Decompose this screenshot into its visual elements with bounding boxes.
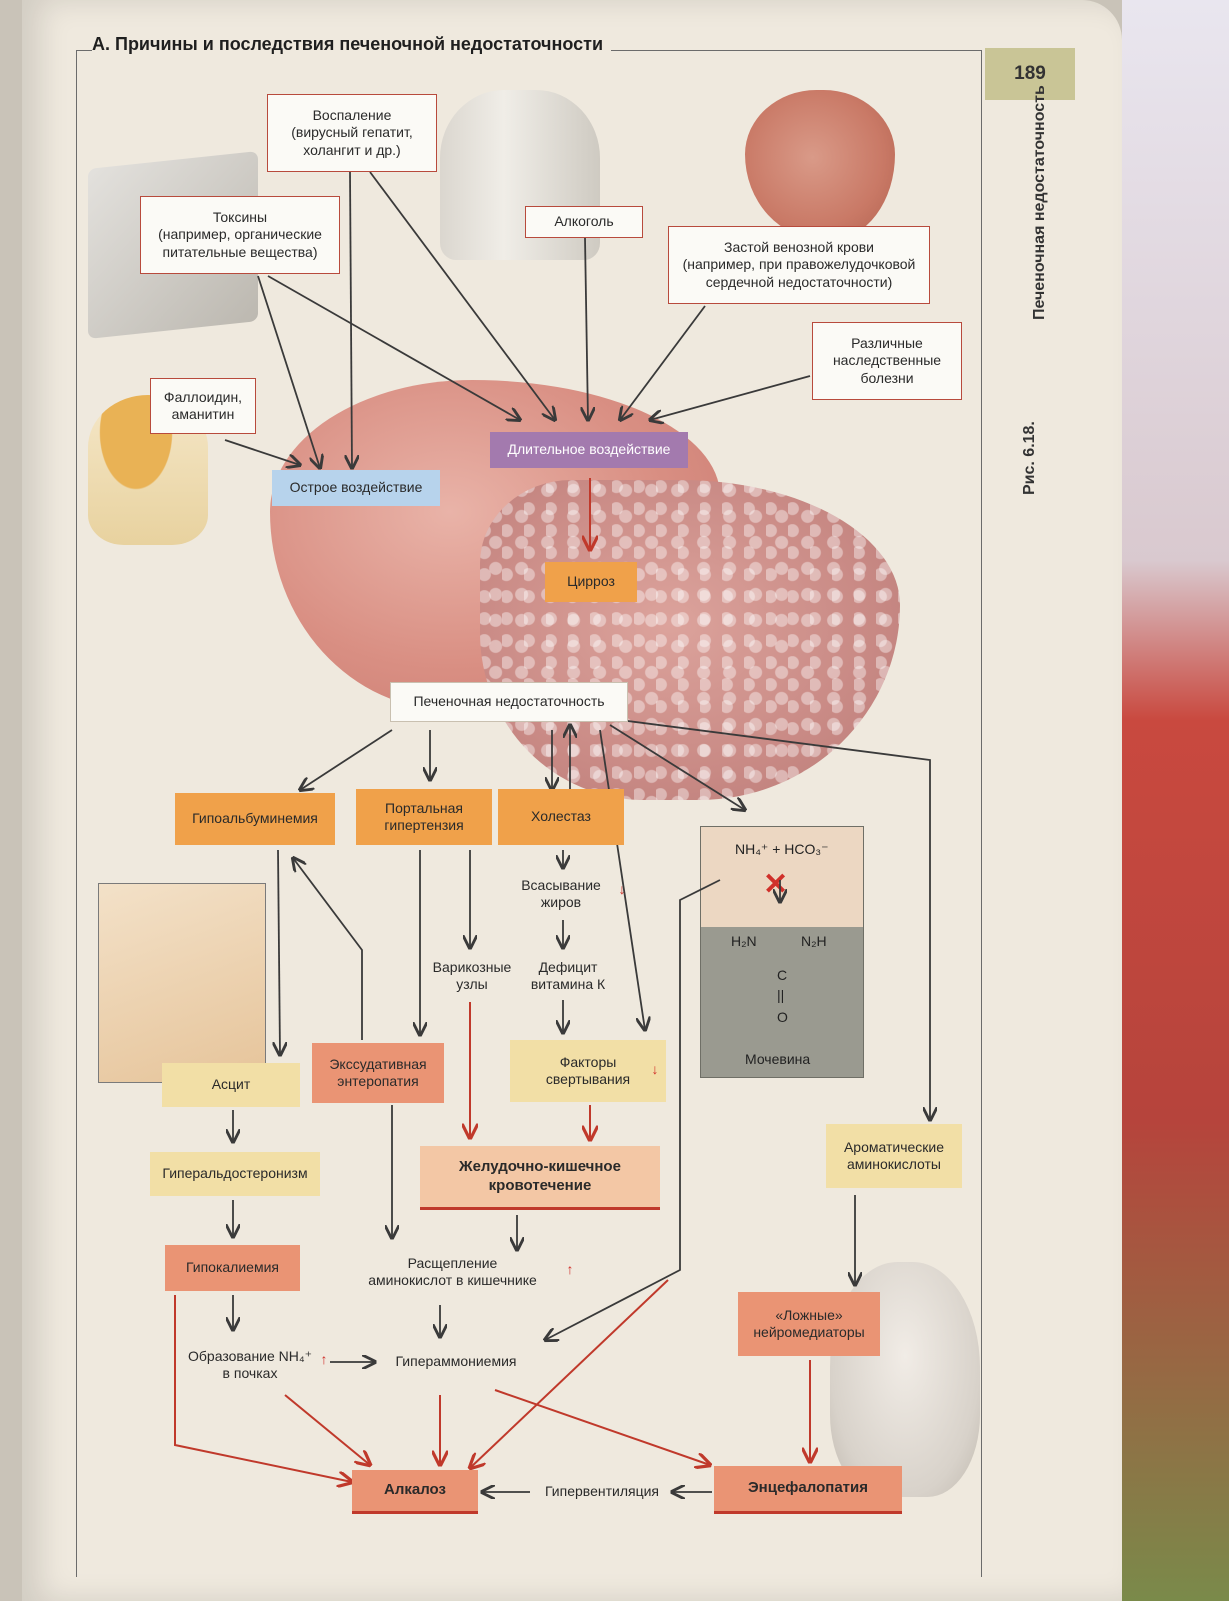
figure-title: А. Причины и последствия печеночной недо… [92, 34, 612, 55]
arrow-hypokalemia-alkalosis [174, 1295, 352, 1482]
hyperammonemia: Гипераммониемия [395, 1353, 517, 1370]
cholestasis: Холестаз [498, 789, 624, 845]
hypoalbuminemia: Гипоальбуминемия [175, 793, 335, 845]
chronic-exposure: Длительное воздействие [490, 432, 688, 468]
cause-venous-congestion: Застой венозной крови (например, при пра… [668, 226, 930, 304]
arrow-failure-clotting [599, 729, 645, 1030]
clotting-down-indicator: ↓ [651, 1061, 659, 1078]
arrow-failure-urea [609, 724, 745, 810]
urea-synthesis-panel: NH₄⁺ + HCO₃⁻ ✕ H₂N N₂H C || O Мочевина [700, 826, 864, 1078]
urea-reaction: NH₄⁺ + HCO₃⁻ [735, 841, 829, 857]
aromatic-amino-acids: Ароматические аминокислоты [826, 1124, 962, 1188]
false-neurotransmitters: «Ложные» нейромедиаторы [738, 1292, 880, 1356]
exudative-enteropathy: Экссудативная энтеропатия [312, 1043, 444, 1103]
arrow-toxins-chronic [267, 275, 520, 420]
urea-label: Мочевина [745, 1051, 811, 1067]
cause-hereditary: Различные наследственные болезни [812, 322, 962, 400]
arrow-failure-aromatic [619, 719, 930, 1120]
fat-absorption-down-indicator: ↓ [618, 881, 626, 898]
arrow-exudative-hypoalbuminemia [293, 858, 363, 1040]
arrow-hypoalbuminemia-ascites [278, 849, 280, 1055]
urea-formula-carbon: C [777, 967, 788, 983]
cause-toxins: Токсины (например, органические питатель… [140, 196, 340, 274]
gi-bleeding: Желудочно-кишечное кровотечение [420, 1146, 660, 1210]
vitamin-k-deficiency: Дефицит витамина К [530, 958, 606, 993]
arrow-alcohol-chronic [585, 237, 588, 420]
urea-reaction-area [701, 827, 863, 927]
urea-formula-left: H₂N [731, 933, 757, 949]
urea-formula-oxygen: O [777, 1009, 788, 1025]
background-fabric [1122, 0, 1229, 1601]
arrow-urea-hyperammonemia [545, 879, 721, 1340]
urea-formula-right: N₂H [801, 933, 827, 949]
arrow-inflammation-chronic [369, 171, 555, 420]
clotting-factors: Факторы свертывания [510, 1040, 666, 1102]
acute-exposure: Острое воздействие [272, 470, 440, 506]
encephalopathy: Энцефалопатия [714, 1466, 902, 1514]
arrow-venous-chronic [620, 305, 706, 420]
cause-inflammation: Воспаление (вирусный гепатит, холангит и… [267, 94, 437, 172]
cause-phalloidin: Фаллоидин, аманитин [150, 378, 256, 434]
cirrhosis: Цирроз [545, 562, 637, 602]
arrow-phalloidin-acute [224, 439, 300, 465]
arrow-hyperammonemia-encephalopathy [494, 1389, 710, 1465]
nh4-up-indicator: ↑ [320, 1351, 328, 1368]
cause-alcohol: Алкоголь [525, 206, 643, 238]
hyperaldosteronism: Гиперальдостеронизм [150, 1152, 320, 1196]
alkalosis: Алкалоз [352, 1470, 478, 1514]
portal-hypertension: Портальная гипертензия [356, 789, 492, 845]
arrow-inflammation-acute [350, 171, 352, 468]
heart-illustration [745, 90, 895, 240]
urea-formula-bond: || [777, 987, 785, 1003]
liver-failure: Печеночная недостаточность [390, 682, 628, 722]
ascites: Асцит [162, 1063, 300, 1107]
page-number: 189 [985, 48, 1075, 100]
arrow-failure-hypoalbuminemia [300, 729, 393, 790]
arrow-nh4-alkalosis [284, 1394, 370, 1465]
hypokalemia: Гипокалиемия [165, 1245, 300, 1291]
fat-absorption: Всасывание жиров [521, 876, 601, 911]
arrow-toxins-acute [257, 275, 320, 468]
ascites-abdomen-illustration [98, 883, 266, 1083]
nh4-kidney-formation: Образование NH₄⁺ в почках [188, 1347, 312, 1382]
amino-breakdown-up-indicator: ↑ [566, 1261, 574, 1278]
varices: Варикозные узлы [432, 958, 512, 993]
amino-acid-breakdown: Расщепление аминокислот в кишечнике [368, 1254, 537, 1289]
arrow-hereditary-chronic [650, 375, 811, 420]
hyperventilation: Гипервентиляция [545, 1483, 659, 1500]
arrow-urea-alkalosis [470, 1279, 669, 1468]
